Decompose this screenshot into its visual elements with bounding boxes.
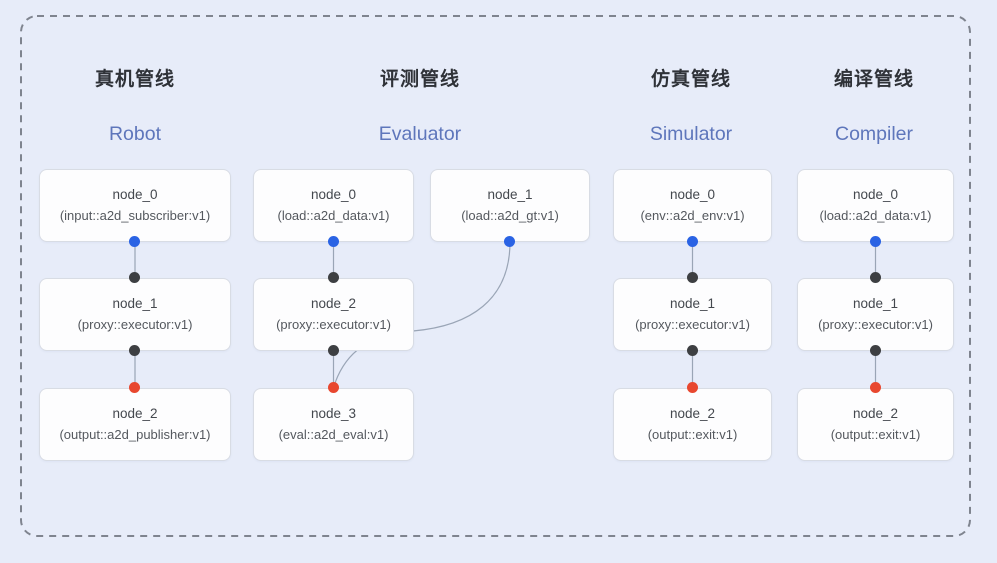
robot-pipeline-title-en: Robot <box>108 123 162 145</box>
node-name: node_1 <box>112 296 158 311</box>
node-type: (proxy::executor:v1) <box>77 317 193 332</box>
node-name: node_2 <box>112 406 158 421</box>
evaluator-node-2: node_2 (proxy::executor:v1) <box>253 278 414 351</box>
evaluator-node0-output-port-dot <box>328 236 339 247</box>
evaluator-node-1: node_1 (load::a2d_gt:v1) <box>430 169 590 242</box>
evaluator-node2-top-port-dot <box>328 272 339 283</box>
node-type: (output::exit:v1) <box>830 427 921 442</box>
compiler-pipeline-title-en: Compiler <box>834 123 914 145</box>
simulator-node1-top-port-dot <box>687 272 698 283</box>
compiler-node2-input-port-dot <box>870 382 881 393</box>
node-name: node_0 <box>852 187 899 202</box>
node-name: node_2 <box>852 406 899 421</box>
robot-node1-bottom-port-dot <box>129 345 140 356</box>
simulator-node0-output-port-dot <box>687 236 698 247</box>
robot-node0-output-port-dot <box>129 236 140 247</box>
compiler-pipeline-title-zh: 编译管线 <box>833 69 914 90</box>
node-name: node_0 <box>112 187 158 202</box>
evaluator-node2-bottom-port-dot <box>328 345 339 356</box>
simulator-node2-input-port-dot <box>687 382 698 393</box>
robot-node2-input-port-dot <box>129 382 140 393</box>
node-type: (load::a2d_gt:v1) <box>461 208 559 223</box>
compiler-node-0: node_0 (load::a2d_data:v1) <box>797 169 954 242</box>
evaluator-node-0: node_0 (load::a2d_data:v1) <box>253 169 414 242</box>
evaluator-pipeline-title-en: Evaluator <box>378 123 462 145</box>
diagram-dashed-border <box>20 15 971 537</box>
compiler-node-1: node_1 (proxy::executor:v1) <box>797 278 954 351</box>
node-name: node_3 <box>310 406 357 421</box>
robot-node-2: node_2 (output::a2d_publisher:v1) <box>39 388 231 461</box>
compiler-node0-output-port-dot <box>870 236 881 247</box>
node-name: node_2 <box>669 406 716 421</box>
node-name: node_1 <box>487 187 533 202</box>
node-type: (proxy::executor:v1) <box>635 317 750 332</box>
node-type: (eval::a2d_eval:v1) <box>278 427 389 442</box>
node-type: (env::a2d_env:v1) <box>640 208 745 223</box>
compiler-node1-top-port-dot <box>870 272 881 283</box>
node-name: node_2 <box>310 296 357 311</box>
node-type: (output::exit:v1) <box>647 427 738 442</box>
node-type: (proxy::executor:v1) <box>818 317 933 332</box>
robot-node1-top-port-dot <box>129 272 140 283</box>
robot-node-1: node_1 (proxy::executor:v1) <box>39 278 231 351</box>
node-type: (load::a2d_data:v1) <box>819 208 932 223</box>
node-name: node_1 <box>852 296 899 311</box>
compiler-node-2: node_2 (output::exit:v1) <box>797 388 954 461</box>
node-type: (load::a2d_data:v1) <box>277 208 390 223</box>
simulator-node1-bottom-port-dot <box>687 345 698 356</box>
simulator-node-0: node_0 (env::a2d_env:v1) <box>613 169 772 242</box>
simulator-node-1: node_1 (proxy::executor:v1) <box>613 278 772 351</box>
evaluator-pipeline-title-zh: 评测管线 <box>379 69 460 90</box>
node-name: node_0 <box>669 187 716 202</box>
simulator-pipeline-title-zh: 仿真管线 <box>650 69 731 90</box>
evaluator-node3-input-port-dot <box>328 382 339 393</box>
node-type: (input::a2d_subscriber:v1) <box>59 208 211 223</box>
node-name: node_1 <box>669 296 716 311</box>
robot-pipeline-title-zh: 真机管线 <box>94 69 175 90</box>
robot-node-0: node_0 (input::a2d_subscriber:v1) <box>39 169 231 242</box>
node-type: (proxy::executor:v1) <box>276 317 391 332</box>
simulator-node-2: node_2 (output::exit:v1) <box>613 388 772 461</box>
simulator-pipeline-title-en: Simulator <box>649 123 733 145</box>
compiler-node1-bottom-port-dot <box>870 345 881 356</box>
node-name: node_0 <box>310 187 357 202</box>
evaluator-node1-output-port-dot <box>504 236 515 247</box>
evaluator-node-3: node_3 (eval::a2d_eval:v1) <box>253 388 414 461</box>
node-type: (output::a2d_publisher:v1) <box>59 427 211 442</box>
